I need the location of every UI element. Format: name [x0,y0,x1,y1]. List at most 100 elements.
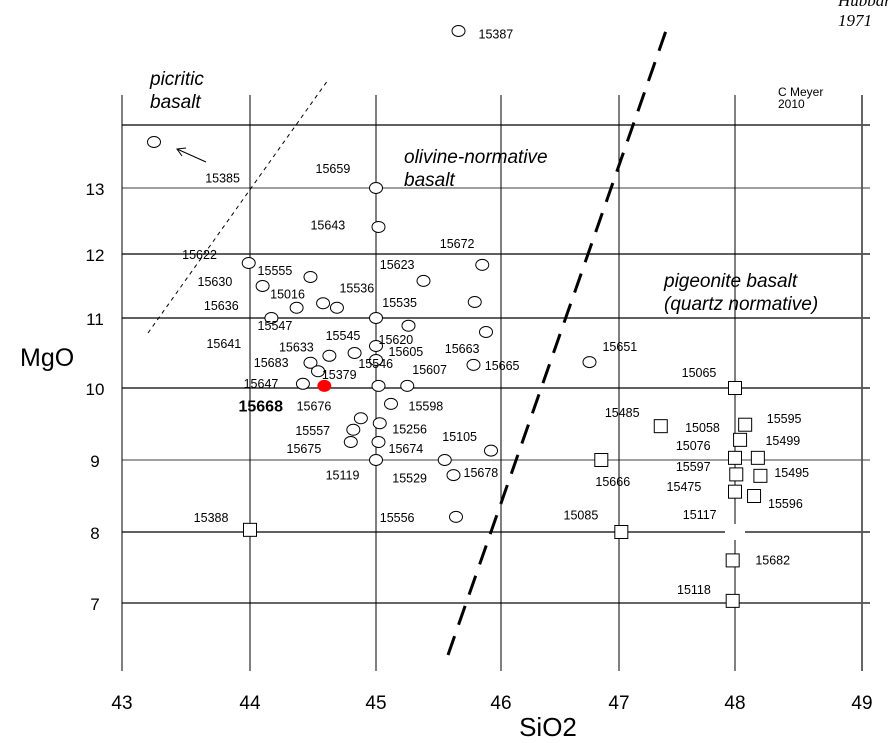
point-label: 15633 [279,341,314,355]
point-label: 15641 [206,337,241,351]
data-point-circle [255,280,270,292]
point-label: 15622 [182,248,217,262]
data-point-circle [484,444,498,457]
y-tick-label: 11 [86,310,104,329]
data-point-square [653,419,668,434]
x-tick-label: 46 [490,693,511,714]
point-label: 15665 [485,359,520,373]
y-tick-label: 7 [90,595,99,614]
point-label: 15676 [297,399,332,413]
point-label: 15485 [605,406,640,420]
point-label: 15620 [379,333,414,347]
point-label: 15105 [442,430,477,444]
point-label: 15663 [445,342,480,356]
point-label: 15683 [254,356,289,370]
x-tick-label: 44 [239,693,261,714]
data-point-square [738,417,753,432]
data-point-circle [467,296,482,308]
data-point-square [725,593,740,608]
point-label: 15595 [767,412,802,426]
data-point-square [753,468,768,483]
x-tick-label: 48 [724,693,745,714]
data-point-square [729,467,744,482]
region-label-picritic: picritic basalt [150,68,204,114]
x-tick-label: 49 [851,693,872,714]
point-label: 15535 [382,296,417,310]
data-point-circle [147,136,161,149]
data-point-highlight [317,379,332,392]
data-point-square [733,432,748,447]
data-point-circle [241,256,256,269]
credit: C Meyer 2010 [778,86,823,110]
point-label: 15119 [326,468,360,482]
point-label: 15668 [238,399,283,416]
data-point-square [728,450,742,465]
point-label: 15647 [244,377,279,391]
y-tick-label: 9 [90,452,99,471]
region-line: pigeonite basalt [664,271,798,292]
point-label: 15379 [322,368,357,382]
point-label: 15605 [389,345,424,359]
region-label-pigeonite: pigeonite basalt (quartz normative) [664,270,818,316]
source-note: Hubbard 1971 [838,0,889,30]
data-point-circle [303,271,318,284]
point-label: 15623 [380,258,415,272]
point-label: 15085 [564,509,599,523]
data-point-circle [371,436,386,448]
data-point-circle [311,365,326,378]
data-point-circle [346,423,361,436]
point-label: 15016 [270,288,305,302]
point-label: 15678 [464,466,499,480]
x-tick-label: 47 [608,693,629,714]
y-tick-label: 12 [86,246,105,265]
data-point-circle [451,25,466,37]
data-points [147,25,768,608]
point-label: 15675 [287,442,322,456]
point-label: 15682 [755,554,790,568]
region-line: (quartz normative) [664,294,819,315]
data-point-circle [446,469,461,482]
point-label: 15643 [310,218,345,232]
data-point-circle [371,220,386,233]
data-point-circle [466,358,481,371]
region-line: picritic [150,69,204,90]
point-label: 15546 [358,357,393,371]
point-label: 15118 [677,583,711,597]
data-point-circle [416,274,431,287]
data-point-circle [295,377,310,390]
picritic-boundary-line [147,79,329,334]
point-label: 15674 [389,442,424,456]
point-label: 15556 [380,511,415,525]
x-axis-label: SiO2 [519,712,577,742]
point-label: 15636 [204,299,239,313]
data-point-circle [343,436,358,448]
point-label: 15557 [295,424,330,438]
data-point-circle [479,326,493,338]
point-label: 15065 [682,366,717,380]
data-point-circle [372,417,387,430]
credit-year: 2010 [778,97,805,111]
y-tick-label: 13 [86,180,105,199]
point-label: 15117 [683,508,717,522]
pigeonite-boundary-line [446,24,670,656]
point-label: 15536 [339,281,374,295]
data-point-circle [316,297,331,310]
data-point-square [728,381,742,395]
point-label: 15076 [676,439,711,453]
point-label: 15499 [765,434,800,448]
x-tick-label: 45 [365,693,386,714]
region-label-olivine: olivine-normative basalt [404,146,548,192]
point-label: 15596 [768,497,803,511]
data-point-square [747,489,762,503]
data-point-circle [353,412,368,425]
data-point-circle [369,454,383,466]
grid-gap [725,524,745,540]
data-point-circle [264,312,279,324]
data-point-circle [401,319,416,332]
data-point-circle [303,356,318,369]
point-label: 15495 [774,466,809,480]
point-label: 15555 [258,264,293,278]
